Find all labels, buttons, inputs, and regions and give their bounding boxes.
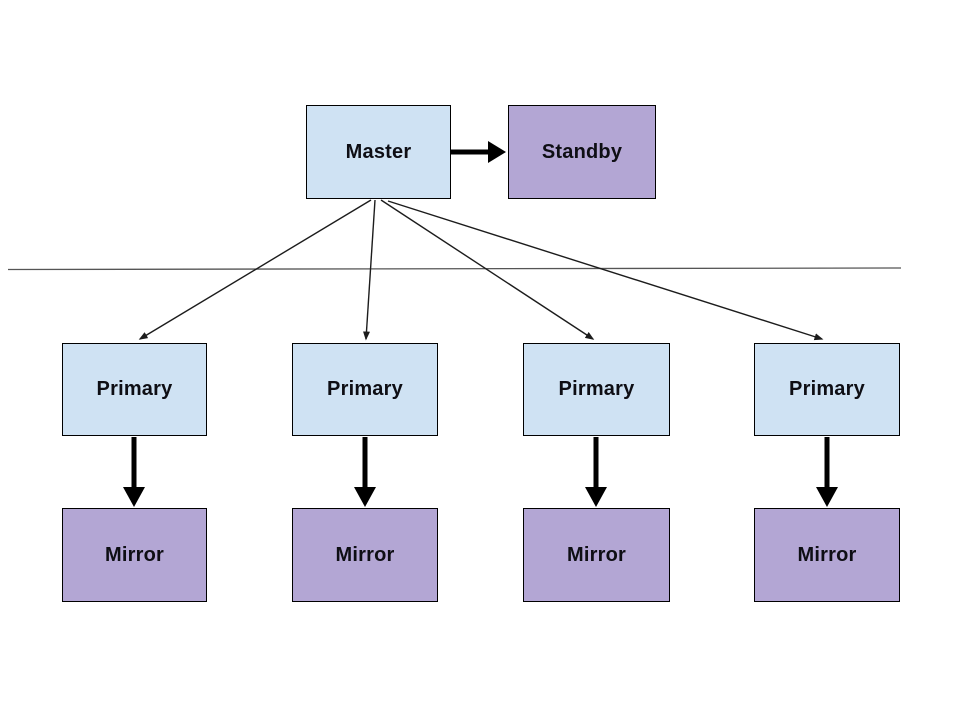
edge-master-primary3 bbox=[380, 199, 595, 340]
node-mirror-1-label: Mirror bbox=[105, 543, 164, 566]
edge-master-primary2 bbox=[362, 199, 376, 341]
edge-primary3-mirror3 bbox=[585, 437, 607, 507]
node-primary-1-label: Primary bbox=[96, 378, 173, 400]
edge-primary4-mirror4 bbox=[816, 437, 838, 507]
node-primary-1: Primary bbox=[62, 343, 207, 436]
node-primary-2-label: Primary bbox=[327, 378, 403, 400]
node-mirror-1: Mirror bbox=[62, 508, 207, 602]
node-mirror-4-label: Mirror bbox=[797, 543, 857, 566]
edge-master-standby bbox=[451, 141, 506, 163]
node-primary-3: Pirmary bbox=[523, 343, 670, 436]
node-mirror-2-label: Mirror bbox=[335, 543, 395, 566]
edge-master-primary4 bbox=[387, 200, 824, 341]
node-master: Master bbox=[306, 105, 451, 199]
node-standby: Standby bbox=[508, 105, 656, 199]
edge-primary2-mirror2 bbox=[354, 437, 376, 507]
node-primary-4: Primary bbox=[754, 343, 900, 436]
node-primary-3-label: Pirmary bbox=[558, 378, 635, 400]
node-primary-4-label: Primary bbox=[789, 378, 865, 400]
edge-master-primary1 bbox=[138, 199, 372, 340]
node-primary-2: Primary bbox=[292, 343, 438, 436]
divider-line bbox=[7, 267, 902, 271]
node-standby-label: Standby bbox=[541, 140, 623, 163]
node-mirror-2: Mirror bbox=[292, 508, 438, 602]
node-mirror-3: Mirror bbox=[523, 508, 670, 602]
node-mirror-3-label: Mirror bbox=[567, 543, 626, 566]
node-mirror-4: Mirror bbox=[754, 508, 900, 602]
edge-primary1-mirror1 bbox=[123, 437, 145, 507]
node-master-label: Master bbox=[345, 140, 412, 163]
